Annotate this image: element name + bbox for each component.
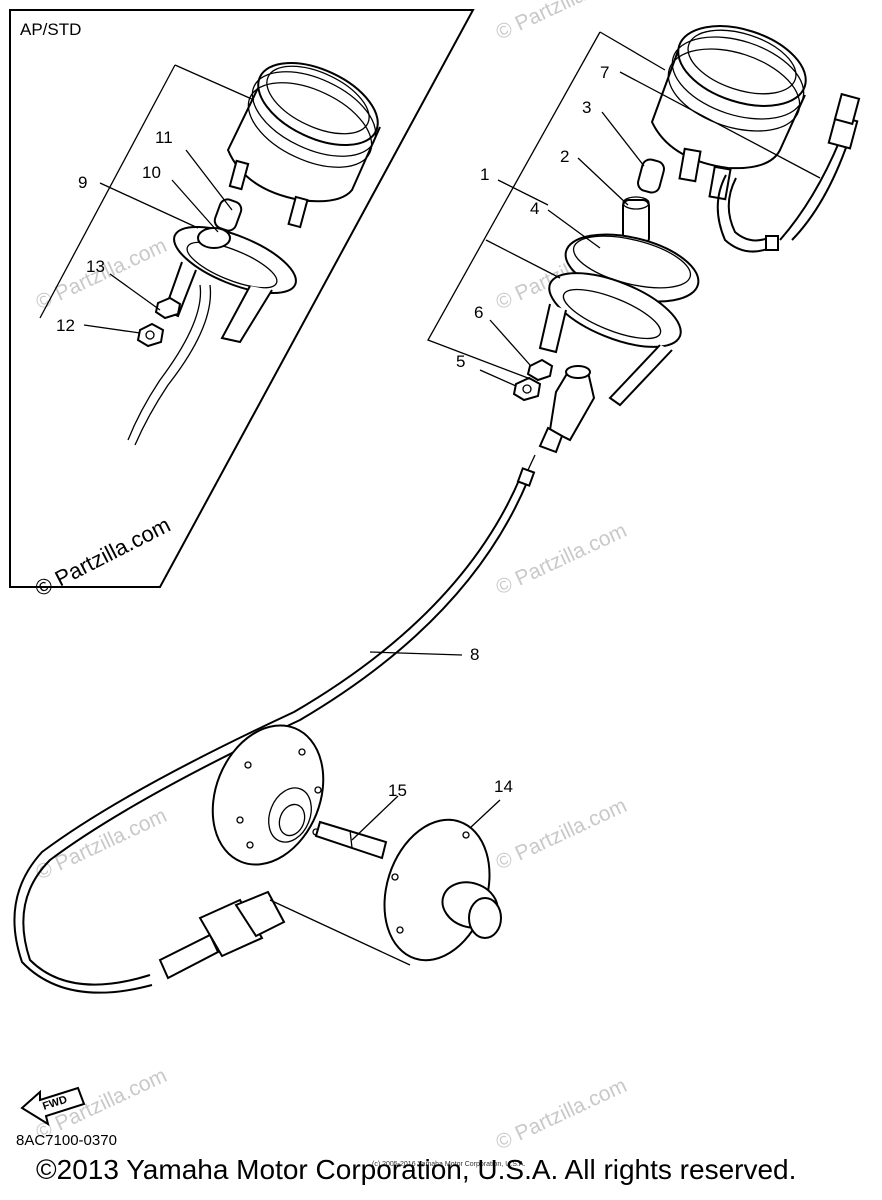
inset-variant-label: AP/STD: [20, 20, 81, 39]
speedometer-cable: [13, 467, 536, 994]
diagram-code: 8AC7100-0370: [16, 1132, 117, 1149]
main-meter-assembly: [427, 25, 861, 471]
inset-bracket-assembly: [127, 198, 297, 446]
speedometer-gear-unit: [383, 799, 502, 962]
callout-1: 1: [480, 165, 489, 184]
copyright-notice: ©2013 Yamaha Motor Corporation, U.S.A. A…: [36, 1154, 797, 1185]
callout-12: 12: [56, 316, 75, 335]
ap-std-inset-panel: AP/STD © Partzilla.com: [9, 9, 475, 602]
callout-10: 10: [142, 163, 161, 182]
callout-9: 9: [78, 173, 87, 192]
watermark-text: © Partzilla.com: [492, 794, 630, 875]
nut-5: [512, 376, 542, 402]
callout-3: 3: [582, 98, 591, 117]
callout-11: 11: [155, 128, 173, 147]
inset-border: [9, 9, 475, 588]
watermark-text: © Partzilla.com: [492, 519, 630, 600]
callout-7: 7: [600, 63, 609, 82]
callout-14: 14: [494, 777, 513, 796]
inset-leaders: [39, 64, 255, 334]
callout-13: 13: [86, 257, 105, 276]
inset-watermark: © Partzilla.com: [31, 512, 174, 602]
callout-5: 5: [456, 352, 465, 371]
inset-meter-assembly: [226, 61, 381, 229]
inset-nut-12: [136, 322, 165, 348]
brake-disc: [211, 724, 325, 866]
callout-8: 8: [470, 645, 479, 664]
callout-2: 2: [560, 147, 569, 166]
nut-6: [526, 358, 554, 382]
callout-4: 4: [530, 199, 539, 218]
callout-6: 6: [474, 303, 483, 322]
callout-15: 15: [388, 781, 407, 800]
watermark-text: © Partzilla.com: [492, 1074, 630, 1155]
drive-shaft: [314, 795, 399, 860]
forward-arrow-icon: FWD: [20, 1086, 86, 1127]
main-leaders: [479, 71, 821, 387]
inset-nut-13: [154, 296, 182, 320]
small-copyright: (c) 2005-2016 Yamaha Motor Corporation, …: [372, 1161, 526, 1168]
